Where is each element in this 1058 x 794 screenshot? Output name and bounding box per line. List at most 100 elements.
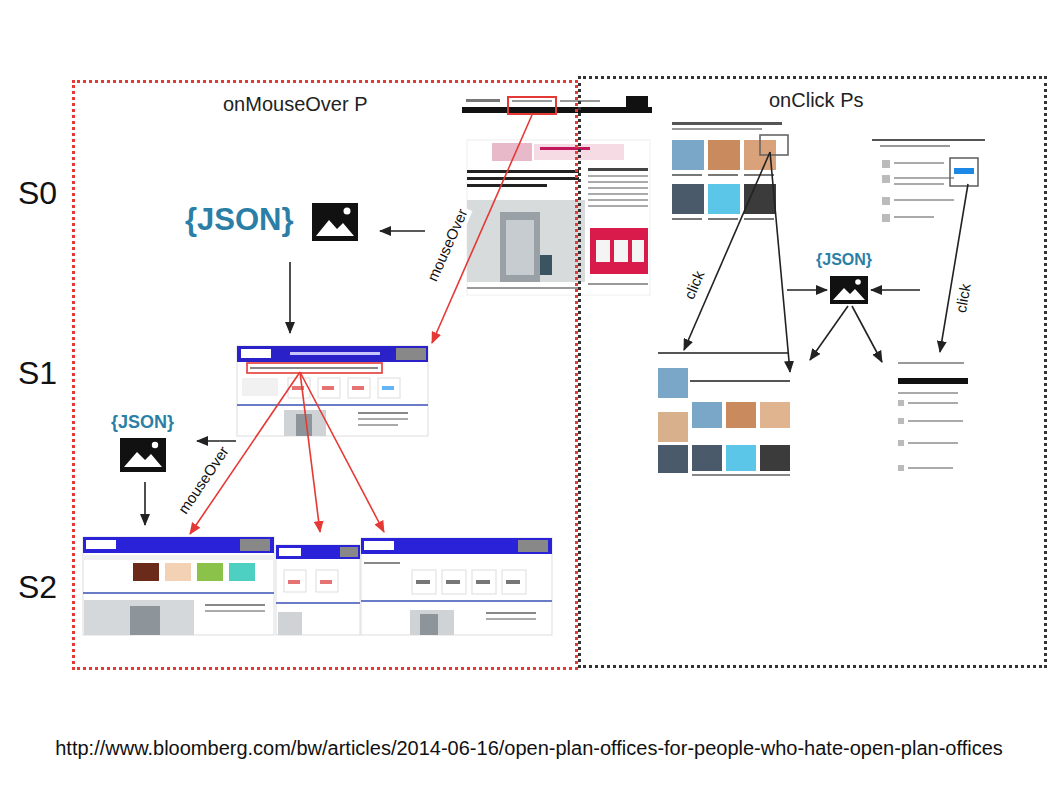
page-screenshot xyxy=(950,158,978,186)
page-screenshot xyxy=(898,392,958,394)
page-screenshot xyxy=(908,420,963,422)
arrow-label: click xyxy=(681,267,709,304)
flow-arrow xyxy=(380,230,425,232)
page-screenshot xyxy=(442,570,466,594)
page-screenshot xyxy=(279,548,301,556)
page-screenshot xyxy=(894,177,954,179)
json-label: {JSON} xyxy=(816,251,873,269)
page-screenshot xyxy=(898,400,904,406)
page-screenshot xyxy=(502,570,526,594)
state-label: S0 xyxy=(18,176,57,211)
page-screenshot xyxy=(492,143,532,161)
page-screenshot xyxy=(898,465,904,471)
page-screenshot xyxy=(726,445,756,471)
page-screenshot xyxy=(588,187,648,189)
page-screenshot xyxy=(276,602,360,604)
page-screenshot xyxy=(898,440,904,446)
page-screenshot xyxy=(760,445,790,471)
page-screenshot xyxy=(83,537,274,635)
page-screenshot xyxy=(880,145,950,147)
page-screenshot xyxy=(396,348,426,360)
page-screenshot xyxy=(276,545,360,559)
page-screenshot xyxy=(658,445,688,473)
page-screenshot xyxy=(658,350,796,485)
arrow-label: mouseOver xyxy=(174,442,233,519)
page-screenshot xyxy=(361,538,552,635)
page-screenshot xyxy=(894,199,954,201)
page-screenshot xyxy=(486,618,536,620)
page-screenshot xyxy=(412,570,436,594)
page-screenshot xyxy=(241,349,271,358)
page-screenshot xyxy=(692,445,722,471)
page-screenshot xyxy=(506,220,534,275)
image-icon xyxy=(855,279,861,285)
page-screenshot xyxy=(467,170,579,173)
image-icon xyxy=(120,438,166,472)
page-screenshot xyxy=(540,147,590,150)
caption: http://www.bloomberg.com/bw/articles/201… xyxy=(8,736,1050,761)
page-screenshot xyxy=(882,197,890,205)
flow-arrow xyxy=(852,306,882,362)
page-screenshot xyxy=(240,539,270,551)
page-screenshot xyxy=(658,350,796,485)
page-screenshot xyxy=(658,368,688,398)
json-label: {JSON} xyxy=(185,202,294,238)
image-icon xyxy=(344,208,351,215)
page-screenshot xyxy=(588,193,648,195)
page-screenshot xyxy=(672,174,702,176)
page-screenshot xyxy=(83,592,274,594)
page-screenshot xyxy=(898,418,904,424)
page-screenshot xyxy=(364,562,400,564)
page-screenshot xyxy=(658,412,688,442)
page-screenshot xyxy=(908,467,953,469)
flow-arrow xyxy=(289,262,291,333)
page-screenshot xyxy=(954,168,974,174)
flow-arrow xyxy=(684,152,770,350)
page-screenshot xyxy=(278,612,302,635)
page-screenshot xyxy=(197,563,223,581)
page-screenshot xyxy=(382,386,394,390)
page-screenshot xyxy=(672,218,702,220)
json-icon: {JSON} xyxy=(813,249,876,272)
page-screenshot xyxy=(506,580,520,584)
page-screenshot xyxy=(692,474,790,476)
page-screenshot xyxy=(361,538,552,554)
page-screenshot xyxy=(472,570,496,594)
page-screenshot xyxy=(590,228,648,274)
page-screenshot xyxy=(446,580,460,584)
page-screenshot xyxy=(760,135,788,155)
page-screenshot xyxy=(467,200,585,282)
page-screenshot xyxy=(83,537,274,553)
page-screenshot xyxy=(588,205,648,207)
page-screenshot xyxy=(322,386,334,390)
page-screenshot xyxy=(872,139,985,141)
page-screenshot xyxy=(760,402,790,428)
page-screenshot xyxy=(205,604,265,606)
page-screenshot xyxy=(467,287,579,289)
page-screenshot xyxy=(86,540,116,549)
json-label: {JSON} xyxy=(111,412,175,433)
page-screenshot xyxy=(708,184,740,214)
page-screenshot xyxy=(378,378,400,398)
flow-arrow xyxy=(940,184,968,352)
page-screenshot xyxy=(588,168,648,171)
page-screenshot xyxy=(512,100,552,102)
page-screenshot xyxy=(130,606,160,635)
page-screenshot xyxy=(420,614,438,635)
page-screenshot xyxy=(895,352,968,485)
page-screenshot xyxy=(614,240,628,262)
page-screenshot xyxy=(288,378,310,398)
page-screenshot xyxy=(133,563,159,581)
page-screenshot xyxy=(908,442,958,444)
flow-arrow xyxy=(770,152,790,372)
flow-arrow xyxy=(300,372,384,532)
page-screenshot xyxy=(588,175,648,177)
page-screenshot xyxy=(229,563,255,581)
page-screenshot xyxy=(466,99,500,102)
page-screenshot xyxy=(672,128,762,130)
flow-arrow xyxy=(787,289,827,291)
region-heading: onMouseOver P xyxy=(223,93,368,116)
page-screenshot xyxy=(467,184,547,187)
page-screenshot xyxy=(358,412,408,414)
